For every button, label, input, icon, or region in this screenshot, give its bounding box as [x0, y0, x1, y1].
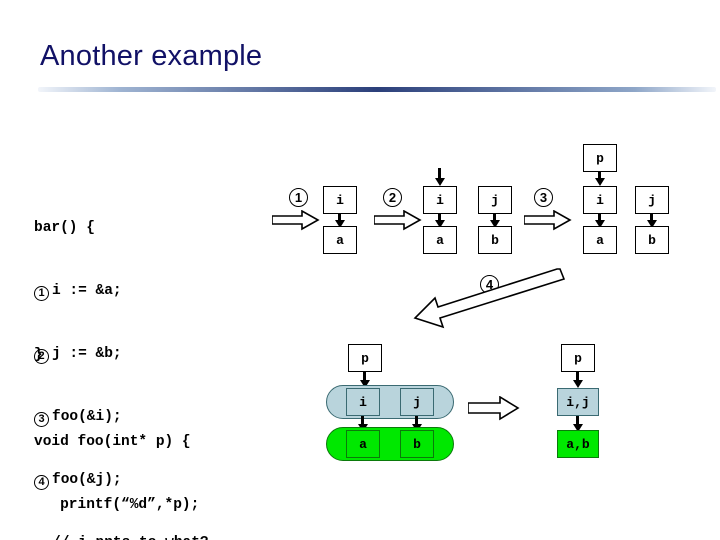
node-ij-merged: i,j [557, 388, 599, 416]
code-foo-line-1: void foo(int* p) { [34, 434, 191, 450]
edge-j-b-bottom-left [415, 416, 418, 428]
arrowhead-p-ij-bottom-right [573, 380, 583, 388]
code-block-foo: void foo(int* p) { printf(“%d”,*p); } [34, 390, 199, 540]
hollow-arrow-bottom-merge [468, 396, 520, 421]
arrowhead-ij-ab-bottom-right [573, 424, 583, 432]
code-close-brace: } [34, 347, 43, 363]
node-a-step3: a [583, 226, 617, 254]
hollow-arrow-step-1 [272, 210, 320, 231]
edge-i-a-step3 [598, 214, 601, 224]
edge-p-i-step3 [598, 172, 601, 182]
edge-incoming-i-step2 [438, 168, 441, 180]
edge-j-b-step2 [493, 214, 496, 224]
arrowhead-incoming-i-step2 [435, 178, 445, 186]
node-b-step2: b [478, 226, 512, 254]
hollow-arrow-step-4 [413, 268, 565, 329]
step-label-3: 3 [534, 188, 553, 207]
node-j-bottom-left: j [400, 388, 434, 416]
edge-i-a-step1 [338, 214, 341, 224]
edge-ij-ab-bottom-right [576, 416, 579, 428]
circled-number-3: 3 [34, 412, 49, 427]
edge-i-a-bottom-left [361, 416, 364, 428]
node-i-step2: i [423, 186, 457, 214]
edge-i-a-step2 [438, 214, 441, 224]
node-j-step2: j [478, 186, 512, 214]
arrowhead-i-a-step2 [435, 220, 445, 228]
code-foo-line-2: printf(“%d”,*p); [34, 497, 200, 513]
circled-number-1: 1 [34, 286, 49, 301]
node-b-bottom-left: b [400, 430, 434, 458]
edge-j-b-step3 [650, 214, 653, 224]
node-i-step1: i [323, 186, 357, 214]
page-title: Another example [40, 40, 263, 72]
node-j-step3: j [635, 186, 669, 214]
hollow-arrow-step-2 [374, 210, 422, 231]
arrowhead-j-b-step2 [490, 220, 500, 228]
code-line-header: bar() { [34, 220, 95, 236]
node-p-bottom-left: p [348, 344, 382, 372]
title-underline-rule [38, 87, 716, 92]
node-a-bottom-left: a [346, 430, 380, 458]
arrowhead-p-i-bottom-left [360, 380, 370, 388]
edge-p-ij-bottom-right [576, 372, 579, 384]
node-p-bottom-right: p [561, 344, 595, 372]
edge-p-i-bottom-left [363, 372, 366, 384]
hollow-arrow-step-3 [524, 210, 572, 231]
arrowhead-i-a-step1 [335, 220, 345, 228]
arrowhead-p-i-step3 [595, 178, 605, 186]
step-label-2: 2 [383, 188, 402, 207]
step-label-1: 1 [289, 188, 308, 207]
node-i-bottom-left: i [346, 388, 380, 416]
circled-number-2: 2 [34, 349, 49, 364]
node-i-step3: i [583, 186, 617, 214]
node-a-step1: a [323, 226, 357, 254]
arrowhead-j-b-step3 [647, 220, 657, 228]
circled-number-4: 4 [34, 475, 49, 490]
code-line-comment: // i pnts to what? [34, 533, 209, 540]
arrowhead-i-a-step3 [595, 220, 605, 228]
node-b-step3: b [635, 226, 669, 254]
node-p-step3: p [583, 144, 617, 172]
node-a-step2: a [423, 226, 457, 254]
node-ab-merged: a,b [557, 430, 599, 458]
